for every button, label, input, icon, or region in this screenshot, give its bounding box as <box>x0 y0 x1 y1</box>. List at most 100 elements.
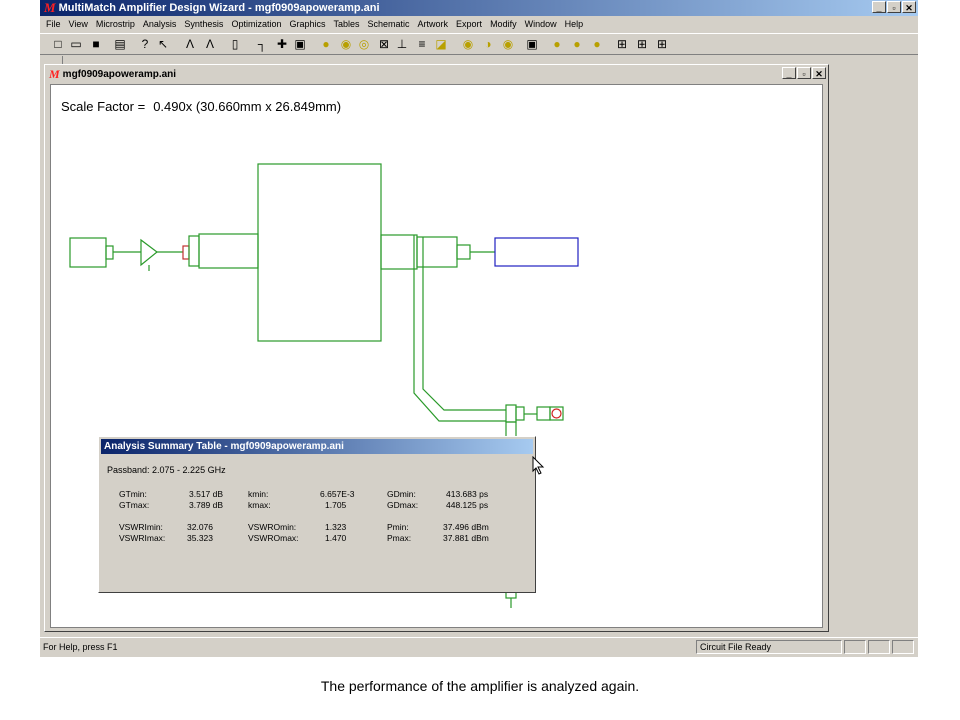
bias-junction <box>505 404 517 423</box>
menu-window[interactable]: Window <box>524 19 557 29</box>
menu-modify[interactable]: Modify <box>490 19 517 29</box>
status-bar: For Help, press F1 Circuit File Ready <box>40 637 918 656</box>
output-port-block <box>494 237 579 267</box>
input-line-a <box>188 235 200 267</box>
app-logo-icon: M <box>44 0 56 15</box>
save-icon[interactable]: ■ <box>92 37 100 51</box>
status-state-text: Circuit File Ready <box>700 642 772 652</box>
bias-line-inner <box>422 237 506 411</box>
element-tool-icon[interactable]: ▣ <box>294 37 306 51</box>
summary-label: kmax: <box>248 500 271 510</box>
menu-microstrip[interactable]: Microstrip <box>95 19 135 29</box>
status-pane-4 <box>892 640 914 654</box>
summary-title-bar[interactable]: Analysis Summary Table - mgf0909apoweram… <box>101 439 533 454</box>
app-title-bar[interactable]: M MultiMatch Amplifier Design Wizard - m… <box>40 0 918 16</box>
smith-tool-a-icon[interactable]: Λ <box>185 37 194 51</box>
input-line-b <box>198 233 259 269</box>
bias-triangle <box>140 238 158 267</box>
summary-value: 413.683 ps <box>446 489 489 499</box>
summary-label: VSWRImax: <box>119 533 166 543</box>
summary-label: GTmin: <box>119 489 147 499</box>
yellow-circle-c-icon[interactable]: ◉ <box>502 37 514 51</box>
summary-value: 1.470 <box>325 533 347 543</box>
bias-stub-connector <box>515 406 525 421</box>
open-folder-icon[interactable]: ▭ <box>70 37 82 51</box>
stub-tool-icon[interactable]: ┐ <box>257 37 267 51</box>
doc-close-button[interactable]: ✕ <box>812 67 826 79</box>
menu-graphics[interactable]: Graphics <box>289 19 326 29</box>
yellow-circle-a-icon[interactable]: ◉ <box>462 37 474 51</box>
status-pane-2 <box>844 640 866 654</box>
component-c-icon[interactable]: ⊞ <box>656 37 668 51</box>
menu-bar: File View Microstrip Analysis Synthesis … <box>40 16 918 32</box>
menu-file[interactable]: File <box>46 19 61 29</box>
summary-value: 448.125 ps <box>446 500 489 510</box>
menu-synthesis[interactable]: Synthesis <box>184 19 224 29</box>
bias-line-outer <box>413 235 506 422</box>
print-icon[interactable]: ▤ <box>114 37 126 51</box>
summary-label: GTmax: <box>119 500 150 510</box>
status-help-text: For Help, press F1 <box>43 642 118 652</box>
yellow-circle-b-icon[interactable]: ◑ <box>484 37 492 51</box>
menu-analysis[interactable]: Analysis <box>142 19 177 29</box>
summary-value: 1.323 <box>325 522 347 532</box>
summary-value: 37.496 dBm <box>443 522 489 532</box>
shape-tool-icon[interactable]: ◪ <box>435 37 447 51</box>
summary-label: kmin: <box>248 489 269 499</box>
close-button[interactable]: ✕ <box>902 1 916 13</box>
status-state-pane: Circuit File Ready <box>696 640 842 654</box>
cross-box-icon[interactable]: ⊠ <box>378 37 390 51</box>
box-a-icon[interactable]: ▣ <box>526 37 538 51</box>
doc-restore-button[interactable]: ▫ <box>797 67 811 79</box>
menu-export[interactable]: Export <box>456 19 483 29</box>
dc-block-capacitor <box>182 245 190 260</box>
transistor-pad <box>257 163 382 342</box>
menu-artwork[interactable]: Artwork <box>417 19 449 29</box>
summary-label: Pmax: <box>387 533 412 543</box>
menu-optimization[interactable]: Optimization <box>231 19 282 29</box>
input-connector <box>105 245 114 260</box>
component-b-icon[interactable]: ⊞ <box>636 37 648 51</box>
help-icon[interactable]: ? <box>141 37 149 51</box>
output-line-c <box>456 244 471 260</box>
summary-value: 37.881 dBm <box>443 533 489 543</box>
summary-value: 3.517 dB <box>189 489 224 499</box>
menu-tables[interactable]: Tables <box>333 19 360 29</box>
menu-view[interactable]: View <box>68 19 88 29</box>
open-circle-tool-icon[interactable]: ◉ <box>340 37 352 51</box>
equal-tool-icon[interactable]: ≡ <box>418 37 426 51</box>
input-port-block <box>69 237 107 268</box>
circle-tool-icon[interactable]: ● <box>322 37 330 51</box>
summary-value: 3.789 dB <box>189 500 224 510</box>
figure-caption: The performance of the amplifier is anal… <box>320 678 640 694</box>
app-title: MultiMatch Amplifier Design Wizard - mgf… <box>58 2 380 14</box>
yellow-dot-a-icon[interactable]: ● <box>553 37 561 51</box>
scale-factor-readout: Scale Factor =0.490x (30.660mm x 26.849m… <box>61 99 341 114</box>
menu-help[interactable]: Help <box>564 19 584 29</box>
smith-tool-b-icon[interactable]: Λ <box>205 37 214 51</box>
yellow-dot-c-icon[interactable]: ● <box>593 37 601 51</box>
tee-tool-icon[interactable]: ✚ <box>276 37 288 51</box>
menu-schematic[interactable]: Schematic <box>367 19 410 29</box>
restore-button[interactable]: ▫ <box>887 1 901 13</box>
document-title-bar[interactable]: M mgf0909apoweramp.ani _ ▫ ✕ <box>47 67 826 81</box>
minimize-button[interactable]: _ <box>872 1 886 13</box>
summary-value: 35.323 <box>187 533 213 543</box>
document-logo-icon: M <box>49 66 60 81</box>
context-help-icon[interactable]: ↖ <box>157 37 169 51</box>
scale-factor-value: 0.490x (30.660mm x 26.849mm) <box>153 99 342 114</box>
summary-label: VSWROmin: <box>248 522 297 532</box>
cap-tool-icon[interactable]: ⊥ <box>396 37 408 51</box>
summary-label: Pmin: <box>387 522 409 532</box>
analysis-summary-window: Analysis Summary Table - mgf0909apoweram… <box>98 436 536 593</box>
ring-tool-icon[interactable]: ◎ <box>358 37 370 51</box>
yellow-dot-b-icon[interactable]: ● <box>573 37 581 51</box>
component-a-icon[interactable]: ⊞ <box>616 37 628 51</box>
passband-text: Passband: 2.075 - 2.225 GHz <box>107 465 226 475</box>
output-line-a <box>380 234 418 270</box>
doc-minimize-button[interactable]: _ <box>782 67 796 79</box>
new-file-icon[interactable]: □ <box>54 37 62 51</box>
layout-tool-icon[interactable]: ▯ <box>231 37 239 51</box>
status-pane-3 <box>868 640 890 654</box>
summary-label: GDmin: <box>387 489 416 499</box>
